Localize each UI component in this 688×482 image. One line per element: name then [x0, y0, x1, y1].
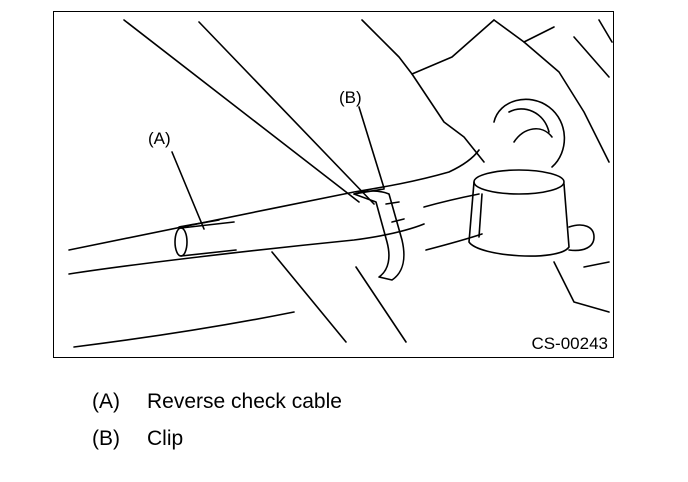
frame-line: [198, 21, 375, 205]
housing-edge: [493, 19, 610, 163]
figure-frame: (A) (B) CS-00243: [53, 11, 614, 358]
bracket-edge: [553, 261, 610, 313]
panel-edge: [73, 311, 295, 348]
legend-row-a: (A) Reverse check cable: [92, 391, 342, 412]
callout-a-leader: [171, 151, 205, 230]
round-boss-inner: [508, 108, 550, 133]
housing-edge: [523, 26, 555, 43]
frame-line: [355, 266, 407, 343]
clip-top: [353, 188, 385, 195]
housing-outline: [361, 19, 495, 75]
housing-edge: [598, 19, 613, 43]
cable-clip-illustration: [68, 19, 613, 348]
figure-code: CS-00243: [531, 334, 608, 353]
socket-pin: [568, 224, 595, 252]
callout-b-label: (B): [339, 88, 362, 107]
frame-line: [271, 251, 347, 343]
round-boss-inner: [513, 128, 553, 143]
callout-b-leader: [358, 106, 385, 189]
cable-top-edge: [68, 149, 480, 251]
legend-row-b: (B) Clip: [92, 428, 183, 449]
cable-tube: [425, 233, 483, 251]
legend-text: Reverse check cable: [147, 390, 342, 413]
cable-tube: [423, 193, 480, 208]
legend-key: (B): [92, 427, 120, 450]
cable-sleeve: [174, 227, 188, 257]
cable-bottom-edge: [68, 223, 425, 275]
clip-detail: [385, 201, 405, 223]
cable-sleeve-body: [180, 221, 237, 257]
legend-text: Clip: [147, 427, 184, 450]
legend-key: (A): [92, 390, 120, 413]
socket-body: [468, 181, 570, 257]
socket-detail: [478, 193, 483, 238]
housing-edge: [573, 36, 610, 78]
frame-line: [123, 19, 360, 203]
callout-a-label: (A): [148, 129, 171, 148]
bracket-edge: [583, 261, 610, 268]
round-boss: [493, 98, 566, 168]
socket-top: [473, 169, 565, 195]
housing-edge: [411, 73, 485, 163]
